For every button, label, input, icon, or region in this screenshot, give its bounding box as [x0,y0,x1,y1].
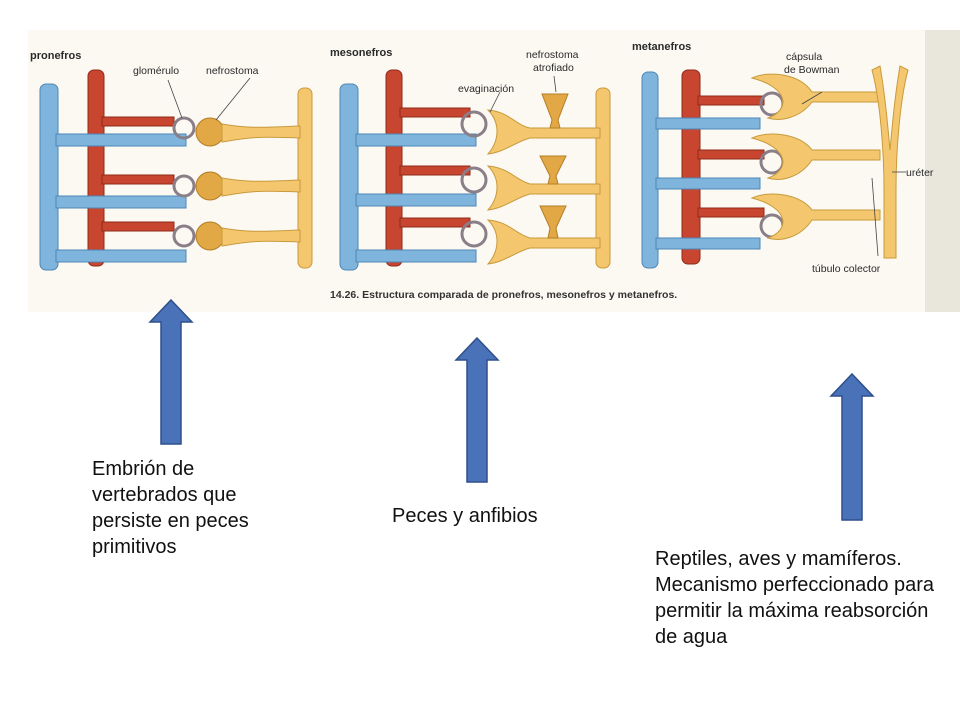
note-mesonefros: Peces y anfibios [392,505,538,527]
label-tubulo-colector: túbulo colector [812,263,881,275]
label-ureter: uréter [906,167,934,179]
mesonefros-diagram: mesonefros evaginación nefrostoma atrofi… [330,47,611,271]
label-glomerulo: glomérulo [133,65,179,77]
note-pronefros: Embrión de vertebrados que persiste en p… [92,458,249,558]
pronefros-artery [87,69,105,267]
figure-page-edge [925,30,960,312]
metanefros-artery [681,69,701,265]
up-arrow-icon [148,298,194,445]
label-nefrostoma: nefrostoma [206,65,259,77]
label-de-bowman: de Bowman [784,64,840,76]
pronefros-vein [39,83,59,271]
mesonefros-units [355,93,601,265]
label-capsula: cápsula [786,51,822,63]
mesonefros-title: mesonefros [330,47,392,59]
pronefros-duct [297,87,313,269]
metanefros-vein [641,71,659,269]
label-nefrostoma-atrofiado-1: nefrostoma [526,49,579,61]
kidney-comparison-figure: pronefros glomérulo nefrostoma [28,30,960,312]
mesonefros-vein [339,83,359,271]
label-evaginacion: evaginación [458,83,514,95]
up-arrow-icon [454,336,500,483]
metanefros-diagram: metanefros cápsula de Bowman uréter túbu… [632,41,934,275]
metanefros-title: metanefros [632,41,691,53]
note-metanefros: Reptiles, aves y mamíferos. Mecanismo pe… [655,548,935,648]
figure-caption: 14.26. Estructura comparada de pronefros… [330,289,677,301]
pronefros-title: pronefros [30,50,81,62]
pronefros-units [55,116,301,263]
up-arrow-icon [829,372,875,521]
metanefros-units [655,73,881,250]
ureter-tube [871,65,909,259]
pronefros-diagram: pronefros glomérulo nefrostoma [30,50,313,271]
label-nefrostoma-atrofiado-2: atrofiado [533,62,574,74]
